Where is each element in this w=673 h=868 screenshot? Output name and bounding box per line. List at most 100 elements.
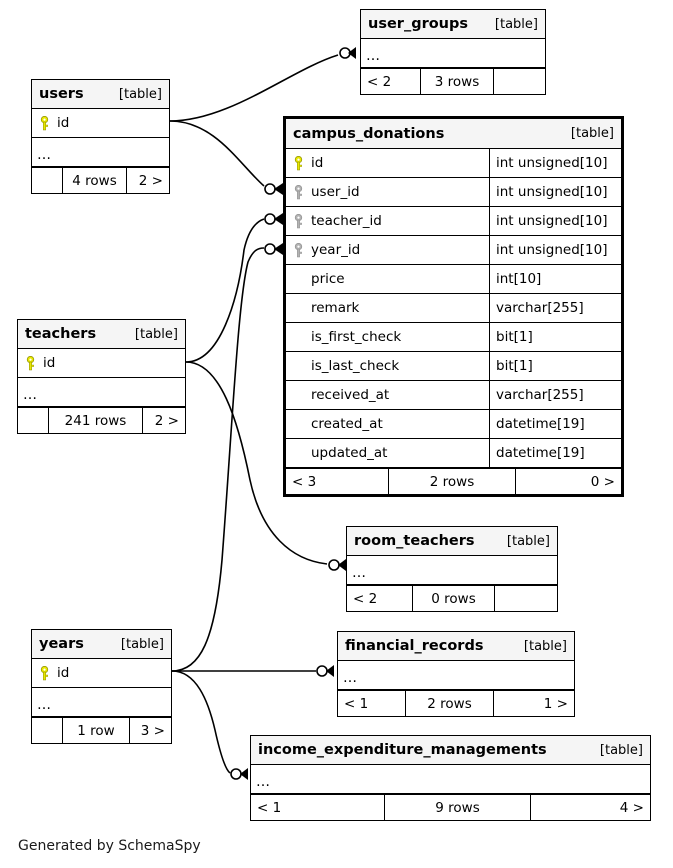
column-name: year_id xyxy=(311,242,361,258)
column-name: remark xyxy=(311,300,360,316)
table-room-teachers[interactable]: room_teachers [table] … < 2 0 rows xyxy=(346,526,558,612)
column-name-cell: teacher_id xyxy=(286,207,489,235)
column-row[interactable]: updated_at datetime[19] xyxy=(286,439,621,468)
footer-parents[interactable]: < 2 xyxy=(347,586,413,611)
table-campus-donations[interactable]: campus_donations [table] id int unsigned… xyxy=(283,116,624,497)
generator-credit: Generated by SchemaSpy xyxy=(18,838,201,854)
table-footer: < 2 0 rows xyxy=(347,585,557,611)
table-header: campus_donations [table] xyxy=(286,119,621,149)
column-row[interactable]: received_at varchar[255] xyxy=(286,381,621,410)
table-footer: 1 row 3 > xyxy=(32,717,171,743)
table-tag: [table] xyxy=(120,636,164,652)
table-name: financial_records xyxy=(345,638,484,654)
table-header: teachers [table] xyxy=(18,320,185,349)
column-name: id xyxy=(57,665,70,681)
edge-years-campus-donations xyxy=(171,243,283,672)
footer-children[interactable]: 2 > xyxy=(154,412,179,429)
table-name: teachers xyxy=(25,326,97,342)
column-row[interactable]: id int unsigned[10] xyxy=(286,149,621,178)
column-name: is_last_check xyxy=(311,358,400,374)
column-type: int[10] xyxy=(489,265,621,293)
column-name: id xyxy=(57,115,70,131)
table-footer: < 3 2 rows 0 > xyxy=(286,468,621,494)
footer-rowcount: 3 rows xyxy=(421,69,494,94)
column-name-cell: user_id xyxy=(286,178,489,206)
primary-key-icon xyxy=(39,115,50,131)
footer-parents[interactable]: < 1 xyxy=(251,795,385,820)
column-name-cell: is_last_check xyxy=(286,352,489,380)
column-row[interactable]: price int[10] xyxy=(286,265,621,294)
foreign-key-icon xyxy=(293,242,304,258)
primary-key-icon xyxy=(293,155,304,171)
table-financial-records[interactable]: financial_records [table] … < 1 2 rows 1… xyxy=(337,631,575,717)
footer-rowcount: 9 rows xyxy=(385,795,531,820)
table-user-groups[interactable]: user_groups [table] … < 2 3 rows xyxy=(360,9,546,95)
footer-children[interactable]: 4 > xyxy=(619,799,644,816)
table-name: room_teachers xyxy=(354,533,475,549)
collapsed-columns: … xyxy=(32,138,169,167)
table-teachers[interactable]: teachers [table] id … 241 rows 2 > xyxy=(17,319,186,434)
table-tag: [table] xyxy=(494,16,538,32)
footer-rowcount: 1 row xyxy=(63,718,130,743)
footer-parents[interactable]: < 1 xyxy=(338,691,406,716)
column-row[interactable]: year_id int unsigned[10] xyxy=(286,236,621,265)
table-header: income_expenditure_managements [table] xyxy=(251,736,650,765)
column-row[interactable]: id xyxy=(32,109,169,138)
footer-children[interactable] xyxy=(494,69,545,94)
column-row[interactable]: is_last_check bit[1] xyxy=(286,352,621,381)
collapsed-columns: … xyxy=(347,556,557,585)
footer-parents[interactable] xyxy=(32,168,63,193)
edge-years-income-expenditure xyxy=(171,670,248,780)
column-type: int unsigned[10] xyxy=(489,207,621,235)
table-years[interactable]: years [table] id … 1 row 3 > xyxy=(31,629,172,744)
footer-rowcount: 4 rows xyxy=(63,168,127,193)
column-type: int unsigned[10] xyxy=(489,178,621,206)
footer-parents[interactable]: < 2 xyxy=(361,69,421,94)
footer-children[interactable]: 2 > xyxy=(138,172,163,189)
column-name-cell: id xyxy=(286,149,489,177)
column-name-cell: created_at xyxy=(286,410,489,438)
column-name: teacher_id xyxy=(311,213,382,229)
table-income-expenditure-managements[interactable]: income_expenditure_managements [table] …… xyxy=(250,735,651,821)
footer-children[interactable]: 3 > xyxy=(140,722,165,739)
column-name-cell: is_first_check xyxy=(286,323,489,351)
footer-children[interactable]: 1 > xyxy=(543,695,568,712)
column-type: int unsigned[10] xyxy=(489,149,621,177)
footer-parents[interactable] xyxy=(18,408,49,433)
edge-teachers-campus-donations xyxy=(185,213,283,363)
column-name: user_id xyxy=(311,184,360,200)
column-type: bit[1] xyxy=(489,323,621,351)
table-footer: < 2 3 rows xyxy=(361,68,545,94)
table-tag: [table] xyxy=(134,326,178,342)
column-name: created_at xyxy=(311,416,383,432)
column-name-cell: received_at xyxy=(286,381,489,409)
column-name-cell: id xyxy=(32,659,171,687)
table-name: campus_donations xyxy=(293,125,445,142)
column-row[interactable]: created_at datetime[19] xyxy=(286,410,621,439)
footer-parents[interactable]: < 3 xyxy=(286,469,389,494)
foreign-key-icon xyxy=(293,184,304,200)
table-footer: < 1 9 rows 4 > xyxy=(251,794,650,820)
column-type: datetime[19] xyxy=(489,439,621,467)
footer-children[interactable] xyxy=(495,586,557,611)
edge-years-financial-records xyxy=(172,665,334,677)
column-type: varchar[255] xyxy=(489,294,621,322)
column-row[interactable]: id xyxy=(32,659,171,688)
column-name-cell: price xyxy=(286,265,489,293)
column-row[interactable]: is_first_check bit[1] xyxy=(286,323,621,352)
table-header: users [table] xyxy=(32,80,169,109)
table-users[interactable]: users [table] id … 4 rows 2 > xyxy=(31,79,170,194)
column-name: received_at xyxy=(311,387,390,403)
column-name: id xyxy=(43,355,56,371)
column-row[interactable]: user_id int unsigned[10] xyxy=(286,178,621,207)
collapsed-columns: … xyxy=(338,661,574,690)
table-header: user_groups [table] xyxy=(361,10,545,39)
footer-children[interactable]: 0 > xyxy=(590,473,615,490)
footer-parents[interactable] xyxy=(32,718,63,743)
column-row[interactable]: remark varchar[255] xyxy=(286,294,621,323)
column-row[interactable]: teacher_id int unsigned[10] xyxy=(286,207,621,236)
column-type: datetime[19] xyxy=(489,410,621,438)
column-type: varchar[255] xyxy=(489,381,621,409)
column-row[interactable]: id xyxy=(18,349,185,378)
table-name: user_groups xyxy=(368,16,469,32)
